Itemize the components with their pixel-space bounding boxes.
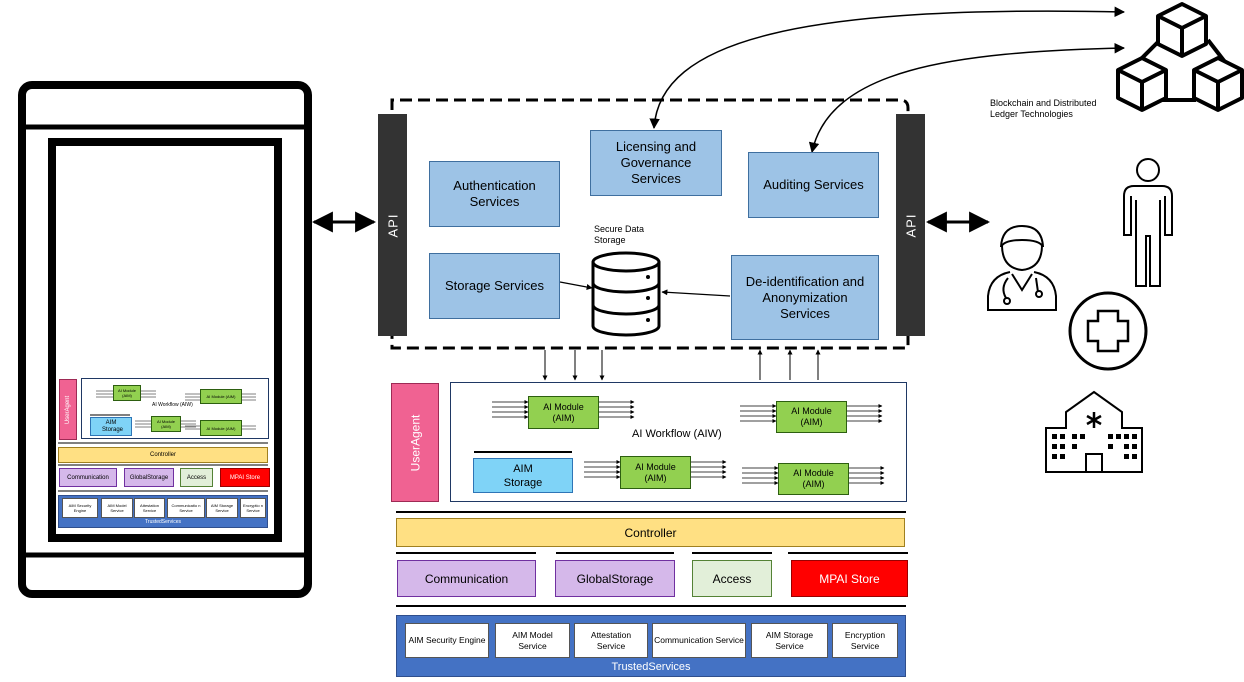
trusted-service-item-mini: Communicatio n Service <box>167 498 205 518</box>
trusted-services-label: TrustedServices <box>611 661 691 673</box>
blockchain-label: Blockchain and Distributed Ledger Techno… <box>990 98 1097 119</box>
ai-workflow-box-mini <box>81 378 269 439</box>
authentication-services: Authentication Services <box>429 161 560 227</box>
database-icon <box>591 251 661 337</box>
mpai-store: MPAI Store <box>791 560 908 597</box>
storage-services: Storage Services <box>429 253 560 319</box>
ai-workflow-label-mini: AI Workflow (AIW) <box>152 402 193 408</box>
doctor-icon <box>987 224 1057 311</box>
licensing-governance-services: Licensing and Governance Services <box>590 130 722 196</box>
ai-module: AI Module (AIM) <box>776 401 847 433</box>
hospital-icon <box>1045 390 1143 473</box>
api-left: API <box>378 114 407 336</box>
trusted-service-item: AIM Storage Service <box>751 623 828 658</box>
ai-module: AI Module (AIM) <box>778 463 849 495</box>
aim-storage-mini: AIM Storage <box>90 417 132 436</box>
mpai-store-mini: MPAI Store <box>220 468 270 487</box>
ai-module: AI Module (AIM) <box>528 396 599 429</box>
trusted-service-item-mini: Attestation Service <box>134 498 165 518</box>
trusted-services-label-mini: TrustedServices <box>145 519 181 525</box>
user-agent-mini: UserAgent <box>59 379 77 440</box>
medical-cross-icon <box>1068 291 1148 371</box>
trusted-service-item: Attestation Service <box>574 623 648 658</box>
user-agent: UserAgent <box>391 383 439 502</box>
trusted-service-item: AIM Security Engine <box>405 623 489 658</box>
secure-data-storage-label: Secure Data Storage <box>594 224 645 245</box>
trusted-service-item-mini: AIM Model Service <box>101 498 133 518</box>
api-right: API <box>896 114 925 336</box>
controller-mini: Controller <box>58 447 268 463</box>
trusted-service-item: Communication Service <box>652 623 746 658</box>
aim-storage: AIM Storage <box>473 458 573 493</box>
smartphone-icon <box>18 81 312 598</box>
controller: Controller <box>396 518 905 547</box>
trusted-service-item: AIM Model Service <box>495 623 570 658</box>
ai-module-mini: AI Module (AIM) <box>113 385 141 401</box>
communication-mini: Communication <box>59 468 117 487</box>
ai-module-mini: AI Module (AIM) <box>151 416 181 432</box>
global-storage: GlobalStorage <box>555 560 675 597</box>
access: Access <box>692 560 772 597</box>
deidentification-anonymization-services: De-identification and Anonymization Serv… <box>731 255 879 340</box>
access-mini: Access <box>180 468 213 487</box>
ai-module-mini: AI Module (AIM) <box>200 420 242 436</box>
ai-module-mini: AI Module (AIM) <box>200 389 242 404</box>
communication: Communication <box>397 560 536 597</box>
ai-module: AI Module (AIM) <box>620 456 691 489</box>
ai-workflow-box <box>450 382 907 502</box>
blockchain-icon <box>1116 2 1244 112</box>
trusted-service-item: Encryption Service <box>832 623 898 658</box>
trusted-service-item-mini: AIM Security Engine <box>62 498 98 518</box>
ai-workflow-label: AI Workflow (AIW) <box>632 428 722 440</box>
person-icon <box>1123 158 1173 287</box>
global-storage-mini: GlobalStorage <box>124 468 174 487</box>
auditing-services: Auditing Services <box>748 152 879 218</box>
trusted-service-item-mini: AIM Storage Service <box>206 498 238 518</box>
trusted-service-item-mini: Encryptio n Service <box>240 498 266 518</box>
